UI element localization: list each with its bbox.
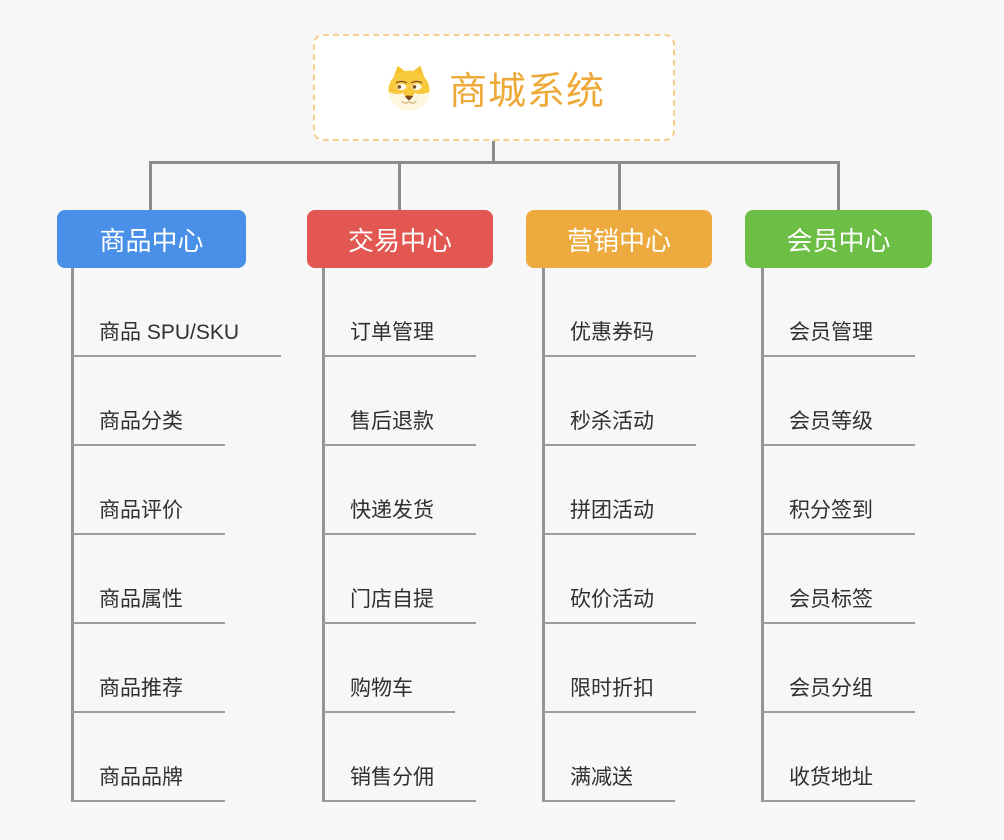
branch-topic-trade-center[interactable]: 交易中心 xyxy=(307,210,493,268)
connector-stub-product xyxy=(149,161,152,210)
branch-topic-label: 营销中心 xyxy=(566,225,671,256)
connector-trunk-member xyxy=(761,268,764,802)
leaf-column-marketing: 优惠券码 秒杀活动 拼团活动 砍价活动 限时折扣 满减送 xyxy=(543,268,696,802)
leaf-topic[interactable]: 会员管理 xyxy=(762,268,915,357)
branch-topic-label: 商品中心 xyxy=(99,225,204,256)
leaf-topic[interactable]: 商品 SPU/SKU xyxy=(72,268,282,357)
leaf-column-member: 会员管理 会员等级 积分签到 会员标签 会员分组 收货地址 xyxy=(762,268,915,802)
leaf-topic[interactable]: 秒杀活动 xyxy=(543,357,696,446)
connector-stub-member xyxy=(837,161,840,210)
connector-bus xyxy=(150,161,839,164)
leaf-topic[interactable]: 商品评价 xyxy=(72,446,225,535)
connector-stub-marketing xyxy=(618,161,621,210)
leaf-topic[interactable]: 优惠券码 xyxy=(543,268,696,357)
leaf-topic[interactable]: 拼团活动 xyxy=(543,446,696,535)
leaf-topic[interactable]: 收货地址 xyxy=(762,713,915,802)
leaf-topic[interactable]: 售后退款 xyxy=(323,357,476,446)
branch-topic-product-center[interactable]: 商品中心 xyxy=(57,210,246,268)
leaf-topic[interactable]: 会员标签 xyxy=(762,535,915,624)
leaf-topic[interactable]: 商品品牌 xyxy=(72,713,225,802)
leaf-topic[interactable]: 商品分类 xyxy=(72,357,225,446)
branch-topic-marketing-center[interactable]: 营销中心 xyxy=(526,210,712,268)
leaf-topic[interactable]: 满减送 xyxy=(543,713,675,802)
connector-trunk-product xyxy=(71,268,74,802)
leaf-column-product: 商品 SPU/SKU 商品分类 商品评价 商品属性 商品推荐 商品品牌 xyxy=(72,268,282,802)
branch-topic-label: 交易中心 xyxy=(347,225,452,256)
leaf-topic[interactable]: 商品推荐 xyxy=(72,624,225,713)
leaf-column-trade: 订单管理 售后退款 快递发货 门店自提 购物车 销售分佣 xyxy=(323,268,476,802)
leaf-topic[interactable]: 砍价活动 xyxy=(543,535,696,624)
dog-face-icon xyxy=(388,65,430,111)
connector-trunk-trade xyxy=(322,268,325,802)
leaf-topic[interactable]: 购物车 xyxy=(323,624,455,713)
root-topic[interactable]: 商城系统 xyxy=(313,34,675,141)
leaf-topic[interactable]: 限时折扣 xyxy=(543,624,696,713)
branch-topic-label: 会员中心 xyxy=(786,225,891,256)
connector-trunk-marketing xyxy=(542,268,545,802)
leaf-topic[interactable]: 订单管理 xyxy=(323,268,476,357)
leaf-topic[interactable]: 会员分组 xyxy=(762,624,915,713)
connector-stub-trade xyxy=(398,161,401,210)
connector-root-stub xyxy=(492,141,495,163)
leaf-topic[interactable]: 销售分佣 xyxy=(323,713,476,802)
leaf-topic[interactable]: 积分签到 xyxy=(762,446,915,535)
leaf-topic[interactable]: 门店自提 xyxy=(323,535,476,624)
root-topic-label: 商城系统 xyxy=(448,71,605,113)
branch-topic-member-center[interactable]: 会员中心 xyxy=(745,210,932,268)
leaf-topic[interactable]: 商品属性 xyxy=(72,535,225,624)
leaf-topic[interactable]: 会员等级 xyxy=(762,357,915,446)
leaf-topic[interactable]: 快递发货 xyxy=(323,446,476,535)
